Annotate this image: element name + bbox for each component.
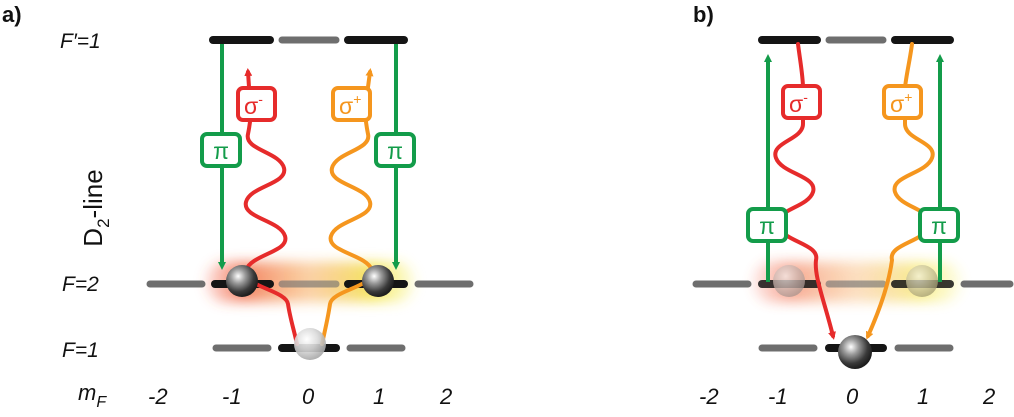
panel-a-tag: a) [2, 2, 22, 27]
atom-f1-m0 [294, 328, 326, 360]
mf-value-minus1: -1 [222, 384, 242, 409]
b-sigma-minus-label: σ- [789, 89, 808, 117]
b-atom-f2-m-1 [773, 265, 805, 297]
b-mf-value-minus1: -1 [768, 384, 788, 409]
b-atom-f1-m0 [838, 335, 872, 369]
b-sigma-minus-box [781, 84, 822, 120]
b-mf-value-0: 0 [846, 384, 859, 409]
label-f-1: F=1 [62, 339, 99, 362]
b-mf-value-2: 2 [982, 384, 995, 409]
sigma-plus-wave [320, 68, 375, 346]
label-f-prime-1: F′=1 [60, 30, 101, 53]
mf-value-1: 1 [373, 384, 385, 409]
pi-box-right [374, 132, 416, 168]
panel-a: a) F′=1 F=2 F=1 mF D2-line -2 -1 0 1 2 [2, 2, 474, 411]
b-sigma-plus-label: σ+ [890, 89, 912, 117]
b-mf-value-minus2: -2 [699, 384, 719, 409]
sigma-plus-box [331, 86, 372, 122]
panel-b: b) -2 -1 0 1 2 σ- σ+ [692, 2, 1014, 409]
b-pi-box-left [746, 207, 788, 243]
atom-f2-m1 [362, 265, 394, 297]
panel-b-tag: b) [693, 2, 714, 27]
mf-value-minus2: -2 [148, 384, 168, 409]
atom-f2-m-1 [226, 265, 258, 297]
sigma-minus-label: σ- [244, 91, 263, 119]
mf-value-0: 0 [302, 384, 315, 409]
pi-box-left [200, 132, 242, 168]
b-sigma-minus-wave [773, 42, 836, 340]
b-pi-label-left: π [759, 213, 775, 239]
pi-label-right: π [387, 138, 403, 164]
b-pi-box-right [918, 207, 960, 243]
b-sigma-plus-wave [865, 42, 935, 340]
label-f-2: F=2 [62, 273, 99, 296]
b-mf-value-1: 1 [917, 384, 929, 409]
b-pi-label-right: π [931, 213, 947, 239]
label-mf: mF [78, 380, 107, 411]
b-atom-f2-m1 [906, 265, 938, 297]
b-sigma-plus-box [882, 84, 923, 120]
sigma-minus-wave [243, 68, 299, 346]
sigma-minus-box [236, 86, 277, 122]
mf-value-2: 2 [439, 384, 452, 409]
d2-line-label: D2-line [78, 169, 113, 246]
pi-label-left: π [213, 138, 229, 164]
sigma-plus-label: σ+ [339, 91, 361, 119]
